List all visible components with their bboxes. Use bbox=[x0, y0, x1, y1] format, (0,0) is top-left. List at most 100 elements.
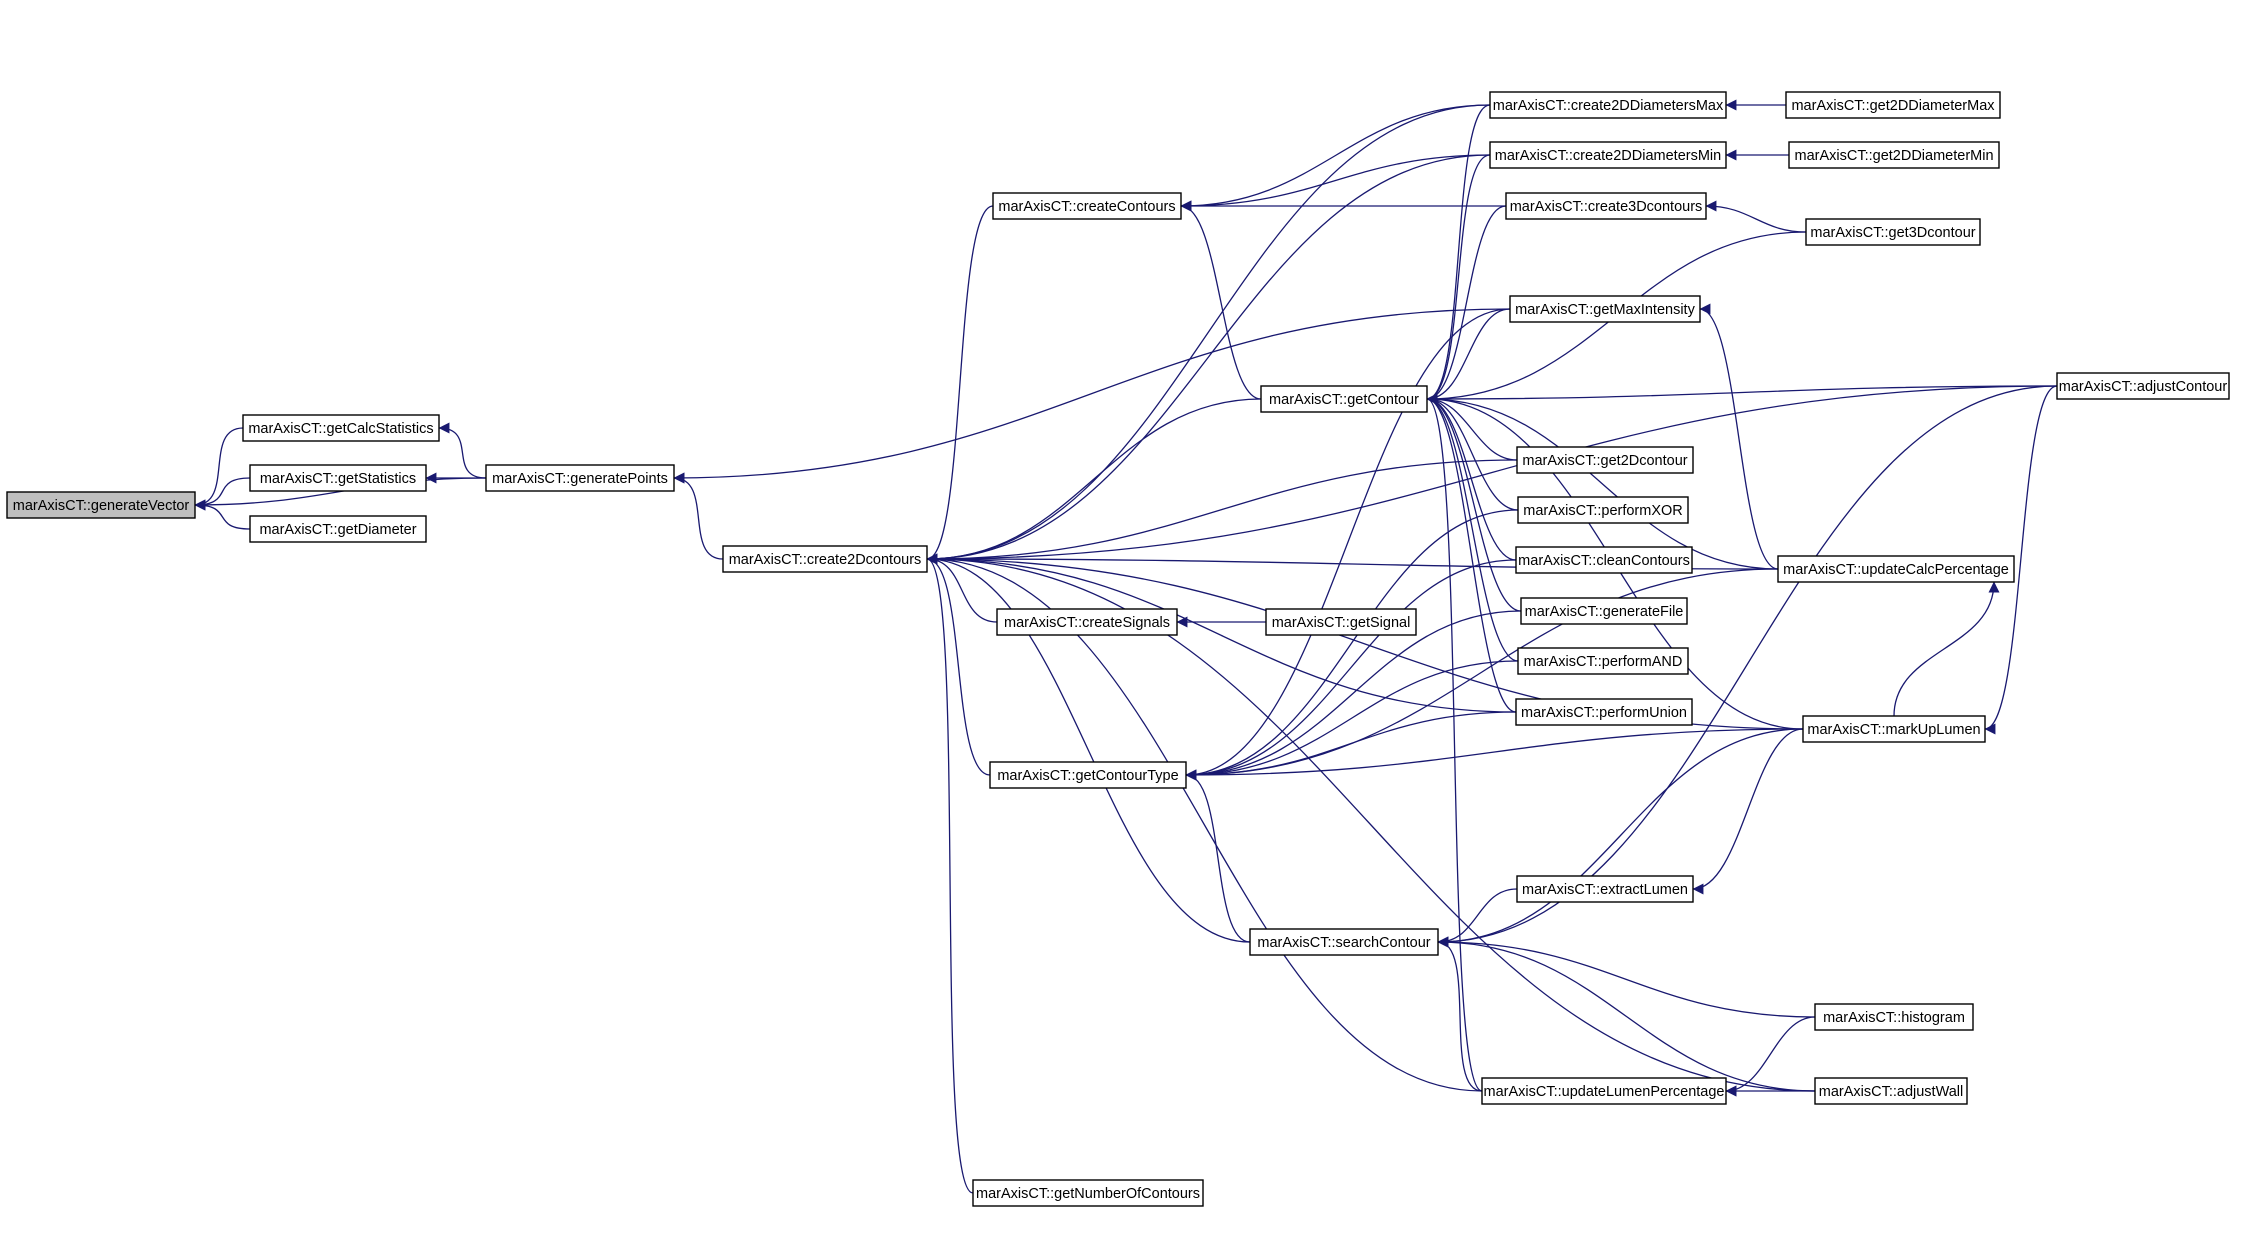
graph-node-generatepoints[interactable]: marAxisCT::generatePoints bbox=[485, 464, 675, 492]
graph-node-getsignal[interactable]: marAxisCT::getSignal bbox=[1265, 608, 1417, 636]
call-edge-getcalcstatistics-to-generatevector bbox=[194, 427, 244, 511]
call-edge-histogram-to-updatelumenpercentage bbox=[1725, 1016, 1816, 1097]
graph-node-createsignals[interactable]: marAxisCT::createSignals bbox=[996, 608, 1178, 636]
call-edge-create2ddiametersmax-to-createcontours bbox=[1180, 104, 1491, 212]
node-label: marAxisCT::adjustContour bbox=[2059, 379, 2228, 395]
call-edge-performxor-to-getcontourtype bbox=[1185, 509, 1519, 781]
graph-node-adjustwall[interactable]: marAxisCT::adjustWall bbox=[1814, 1077, 1968, 1105]
call-edge-cleancontours-to-getcontour bbox=[1426, 393, 1517, 561]
node-box bbox=[1515, 698, 1693, 726]
node-label: marAxisCT::create3Dcontours bbox=[1510, 199, 1703, 215]
call-edge-getcontour-to-createcontours bbox=[1180, 200, 1262, 400]
graph-node-performunion[interactable]: marAxisCT::performUnion bbox=[1515, 698, 1693, 726]
graph-node-searchcontour[interactable]: marAxisCT::searchContour bbox=[1249, 928, 1439, 956]
node-label: marAxisCT::get2Dcontour bbox=[1522, 453, 1687, 469]
call-edge-createsignals-to-create2dcontours bbox=[926, 553, 998, 623]
call-edge-adjustcontour-to-getcontour bbox=[1426, 385, 2058, 405]
node-box bbox=[1517, 647, 1689, 675]
node-box bbox=[992, 192, 1182, 220]
node-box bbox=[1814, 1003, 1974, 1031]
call-edge-getnumberofcontours-to-create2dcontours bbox=[926, 553, 974, 1194]
call-edge-create3dcontours-to-getcontour bbox=[1426, 205, 1507, 405]
graph-node-getcontour[interactable]: marAxisCT::getContour bbox=[1260, 385, 1428, 413]
node-box bbox=[996, 608, 1178, 636]
graph-node-adjustcontour[interactable]: marAxisCT::adjustContour bbox=[2056, 372, 2230, 400]
graph-node-extractlumen[interactable]: marAxisCT::extractLumen bbox=[1516, 875, 1694, 903]
graph-node-getmaxintensity[interactable]: marAxisCT::getMaxIntensity bbox=[1509, 295, 1701, 323]
call-edge-create2ddiametersmin-to-create2dcontours bbox=[926, 154, 1491, 565]
graph-node-cleancontours[interactable]: marAxisCT::cleanContours bbox=[1515, 546, 1693, 574]
node-box bbox=[249, 515, 427, 543]
call-edge-searchcontour-to-getcontourtype bbox=[1185, 769, 1251, 943]
node-box bbox=[722, 545, 928, 573]
call-edge-create2ddiametersmin-to-createcontours bbox=[1180, 154, 1491, 212]
node-box bbox=[1509, 295, 1701, 323]
call-edge-create2dcontours-to-generatepoints bbox=[673, 472, 724, 560]
node-box bbox=[1516, 446, 1694, 474]
call-edge-get2dcontour-to-getcontour bbox=[1426, 393, 1518, 461]
graph-node-markuplumen[interactable]: marAxisCT::markUpLumen bbox=[1802, 715, 1986, 743]
graph-node-create2ddiametersmin[interactable]: marAxisCT::create2DDiametersMin bbox=[1489, 141, 1727, 169]
graph-node-getstatistics[interactable]: marAxisCT::getStatistics bbox=[249, 464, 427, 492]
node-box bbox=[1814, 1077, 1968, 1105]
node-label: marAxisCT::getNumberOfContours bbox=[976, 1186, 1200, 1202]
node-label: marAxisCT::create2DDiametersMax bbox=[1493, 98, 1724, 114]
call-edge-searchcontour-to-create2dcontours bbox=[926, 553, 1251, 943]
node-label: marAxisCT::createSignals bbox=[1004, 615, 1170, 631]
node-label: marAxisCT::extractLumen bbox=[1522, 882, 1688, 898]
graph-node-performxor[interactable]: marAxisCT::performXOR bbox=[1517, 496, 1689, 524]
call-edge-getmaxintensity-to-getcontourtype bbox=[1185, 308, 1511, 781]
call-edge-updatecalcpercentage-to-getmaxintensity bbox=[1699, 303, 1779, 570]
node-label: marAxisCT::getStatistics bbox=[260, 471, 416, 487]
call-edge-adjustcontour-to-searchcontour bbox=[1437, 385, 2058, 948]
graph-node-get2ddiametermax[interactable]: marAxisCT::get2DDiameterMax bbox=[1785, 91, 2001, 119]
graph-node-updatecalcpercentage[interactable]: marAxisCT::updateCalcPercentage bbox=[1777, 555, 2015, 583]
node-label: marAxisCT::histogram bbox=[1823, 1010, 1965, 1026]
node-box bbox=[1516, 875, 1694, 903]
graph-node-generatefile[interactable]: marAxisCT::generateFile bbox=[1520, 597, 1688, 625]
node-box bbox=[1489, 141, 1727, 169]
graph-node-getcontourtype[interactable]: marAxisCT::getContourType bbox=[989, 761, 1187, 789]
call-edge-markuplumen-to-updatecalcpercentage bbox=[1893, 581, 2000, 717]
call-edge-getcontourtype-to-create2dcontours bbox=[926, 553, 991, 776]
graph-node-createcontours[interactable]: marAxisCT::createContours bbox=[992, 192, 1182, 220]
call-edge-updatelumenpercentage-to-getcontour bbox=[1426, 393, 1483, 1092]
node-box bbox=[1489, 91, 1727, 119]
graph-node-get2dcontour[interactable]: marAxisCT::get2Dcontour bbox=[1516, 446, 1694, 474]
call-edge-performand-to-getcontour bbox=[1426, 393, 1519, 662]
graph-node-histogram[interactable]: marAxisCT::histogram bbox=[1814, 1003, 1974, 1031]
call-edge-performunion-to-create2dcontours bbox=[926, 553, 1517, 713]
call-edge-get3dcontour-to-create3dcontours bbox=[1705, 200, 1807, 233]
graph-node-getcalcstatistics[interactable]: marAxisCT::getCalcStatistics bbox=[242, 414, 440, 442]
graph-node-create3dcontours[interactable]: marAxisCT::create3Dcontours bbox=[1505, 192, 1707, 220]
graph-node-create2dcontours[interactable]: marAxisCT::create2Dcontours bbox=[722, 545, 928, 573]
call-edge-histogram-to-searchcontour bbox=[1437, 936, 1816, 1018]
node-box bbox=[1520, 597, 1688, 625]
node-label: marAxisCT::getCalcStatistics bbox=[248, 421, 433, 437]
node-label: marAxisCT::getSignal bbox=[1272, 615, 1411, 631]
call-edge-cleancontours-to-getcontourtype bbox=[1185, 559, 1517, 781]
call-edge-adjustwall-to-searchcontour bbox=[1437, 936, 1816, 1092]
graph-node-create2ddiametersmax[interactable]: marAxisCT::create2DDiametersMax bbox=[1489, 91, 1727, 119]
node-box bbox=[485, 464, 675, 492]
node-box bbox=[1785, 91, 2001, 119]
graph-node-updatelumenpercentage[interactable]: marAxisCT::updateLumenPercentage bbox=[1481, 1077, 1727, 1105]
graph-node-getnumberofcontours[interactable]: marAxisCT::getNumberOfContours bbox=[972, 1179, 1204, 1207]
node-label: marAxisCT::get2DDiameterMax bbox=[1791, 98, 1995, 114]
node-box bbox=[972, 1179, 1204, 1207]
node-label: marAxisCT::generatePoints bbox=[492, 471, 668, 487]
node-box bbox=[1788, 141, 2000, 169]
graph-node-getdiameter[interactable]: marAxisCT::getDiameter bbox=[249, 515, 427, 543]
node-label: marAxisCT::getContourType bbox=[997, 768, 1178, 784]
graph-node-generatevector[interactable]: marAxisCT::generateVector bbox=[6, 491, 196, 519]
node-label: marAxisCT::performAND bbox=[1524, 654, 1683, 670]
call-edge-adjustwall-to-create2dcontours bbox=[926, 553, 1816, 1092]
node-label: marAxisCT::getContour bbox=[1269, 392, 1419, 408]
graph-node-get3dcontour[interactable]: marAxisCT::get3Dcontour bbox=[1805, 218, 1981, 246]
node-label: marAxisCT::generateFile bbox=[1525, 604, 1684, 620]
graph-node-performand[interactable]: marAxisCT::performAND bbox=[1517, 647, 1689, 675]
graph-node-get2ddiametermin[interactable]: marAxisCT::get2DDiameterMin bbox=[1788, 141, 2000, 169]
call-edge-adjustcontour-to-create2dcontours bbox=[926, 385, 2058, 565]
node-label: marAxisCT::getDiameter bbox=[259, 522, 416, 538]
